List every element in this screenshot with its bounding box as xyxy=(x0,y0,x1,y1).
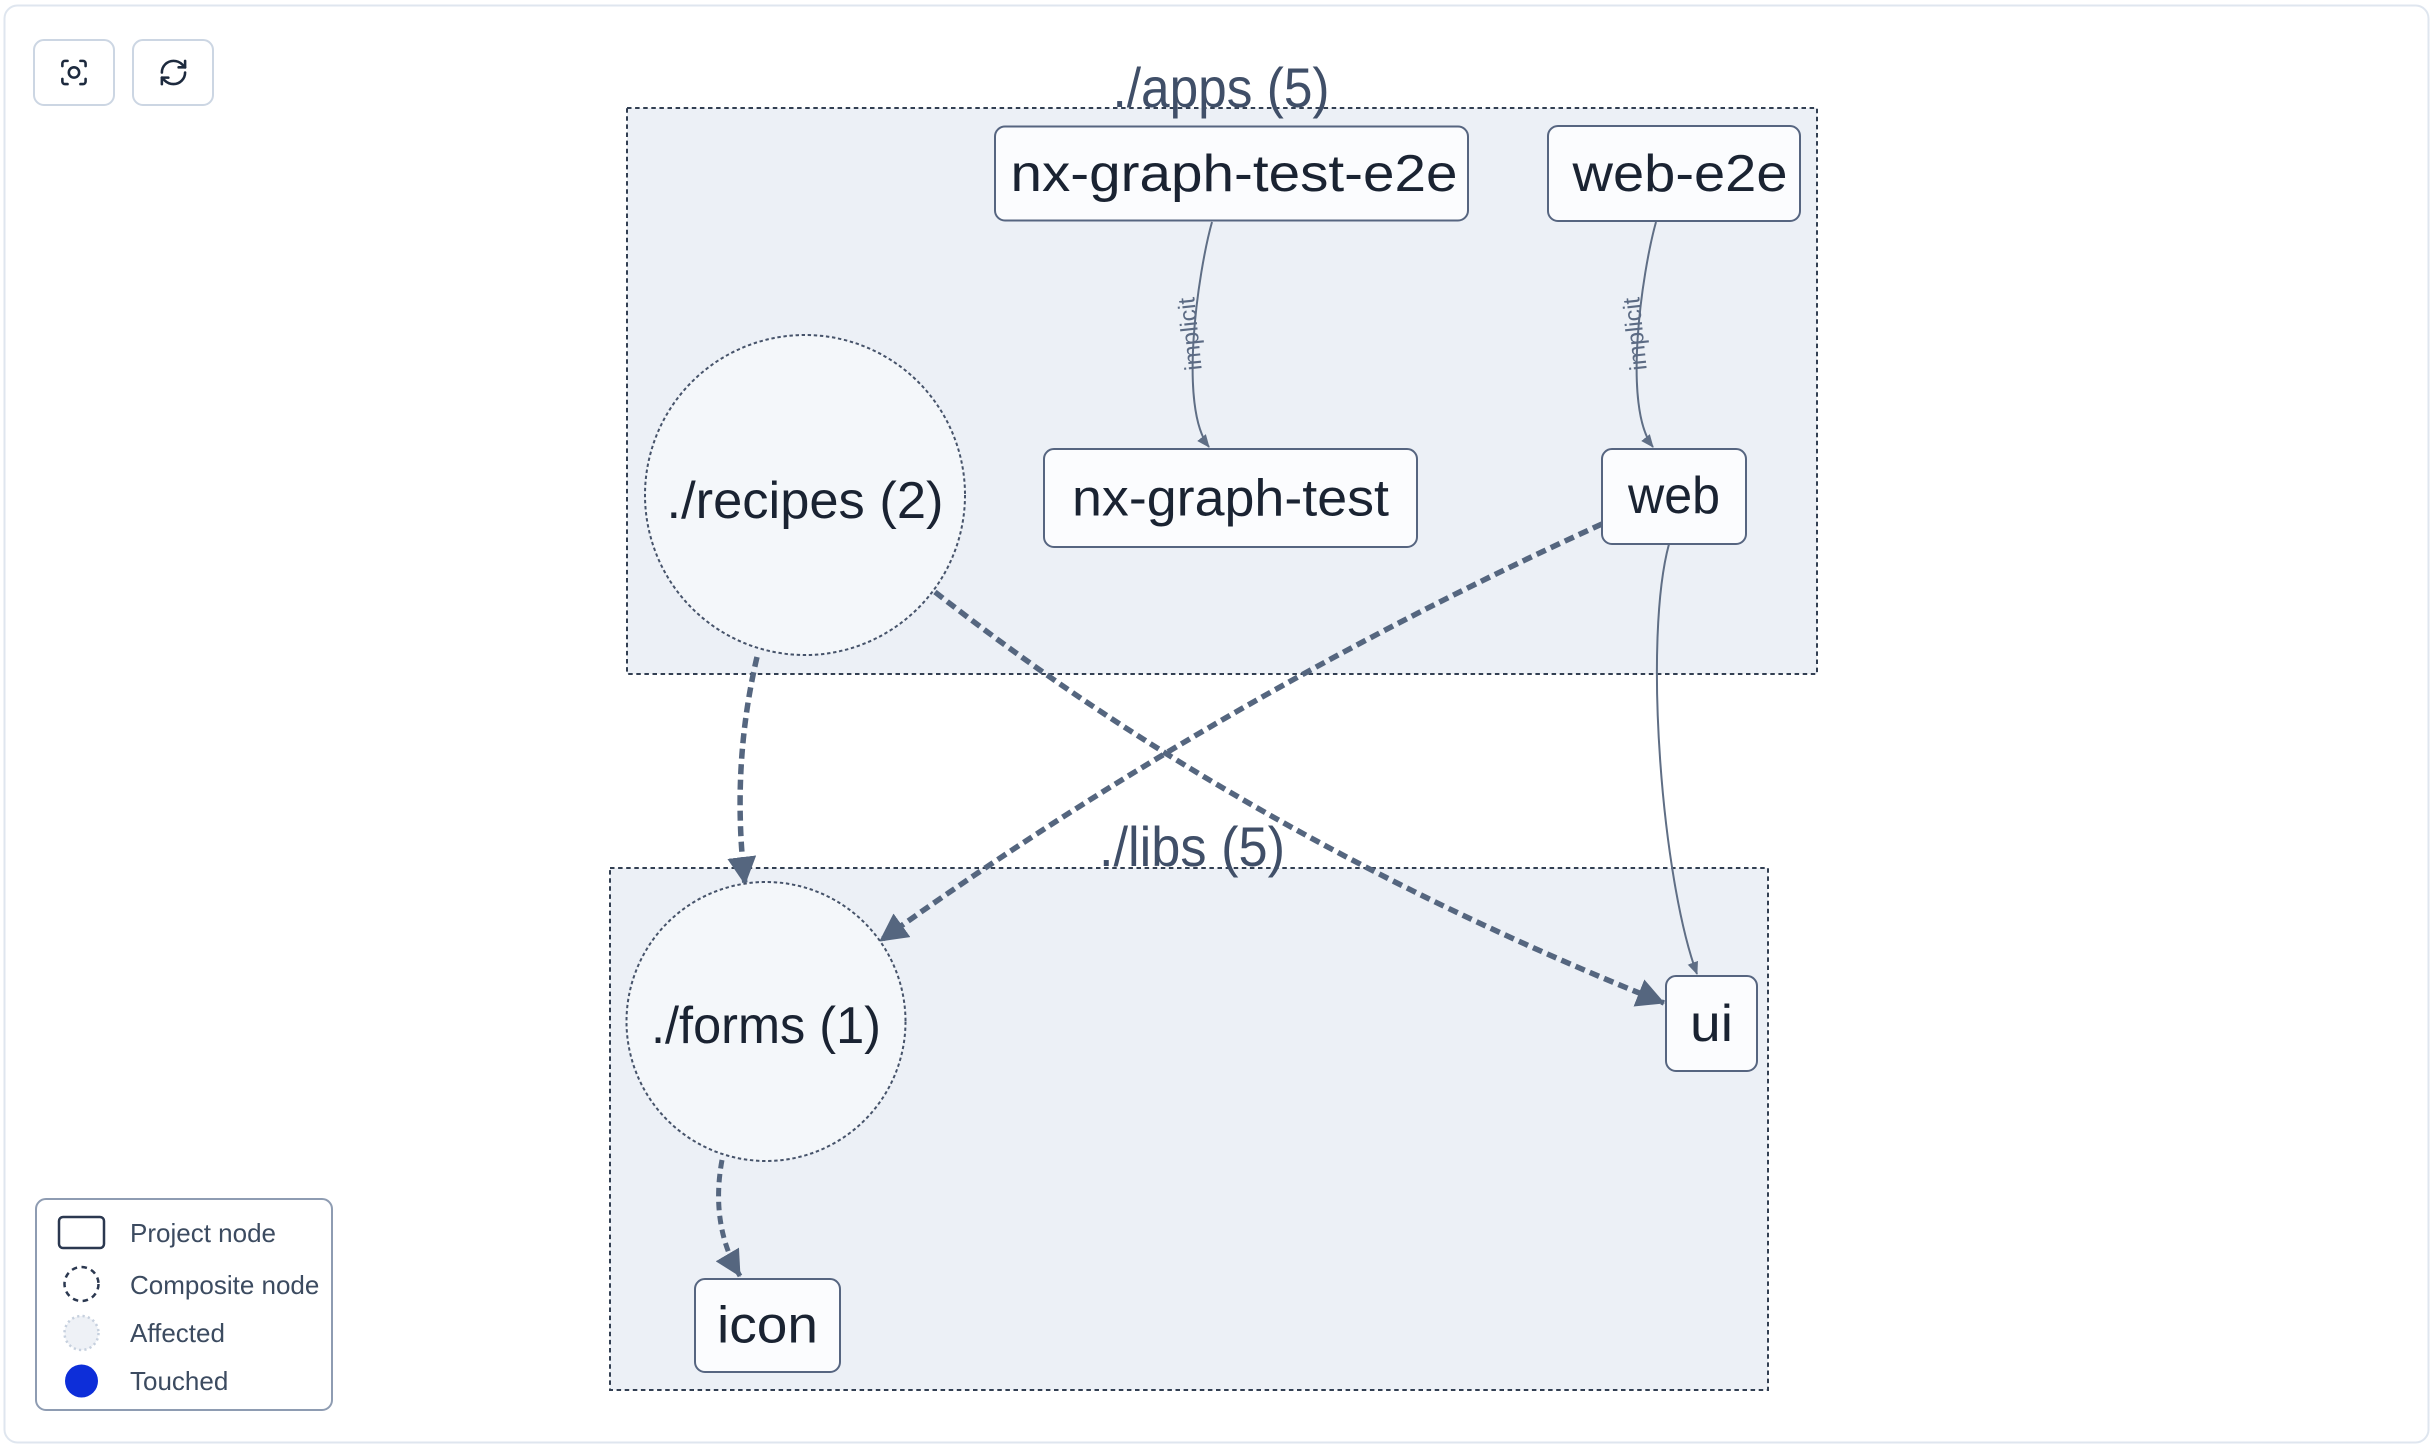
svg-text:web: web xyxy=(1627,467,1720,525)
svg-text:Composite node: Composite node xyxy=(130,1270,319,1300)
svg-text:icon: icon xyxy=(717,1297,818,1355)
svg-text:nx-graph-test-e2e: nx-graph-test-e2e xyxy=(1011,145,1458,203)
svg-text:./libs (5): ./libs (5) xyxy=(1099,815,1285,878)
svg-text:./apps (5): ./apps (5) xyxy=(1113,56,1330,119)
svg-text:./forms (1): ./forms (1) xyxy=(651,997,881,1055)
svg-text:Project node: Project node xyxy=(130,1218,276,1248)
svg-text:Touched: Touched xyxy=(130,1366,228,1396)
svg-text:./recipes (2): ./recipes (2) xyxy=(667,472,944,530)
svg-text:web-e2e: web-e2e xyxy=(1571,145,1787,203)
svg-text:nx-graph-test: nx-graph-test xyxy=(1072,470,1390,528)
svg-text:ui: ui xyxy=(1690,995,1733,1053)
svg-text:Affected: Affected xyxy=(130,1318,225,1348)
